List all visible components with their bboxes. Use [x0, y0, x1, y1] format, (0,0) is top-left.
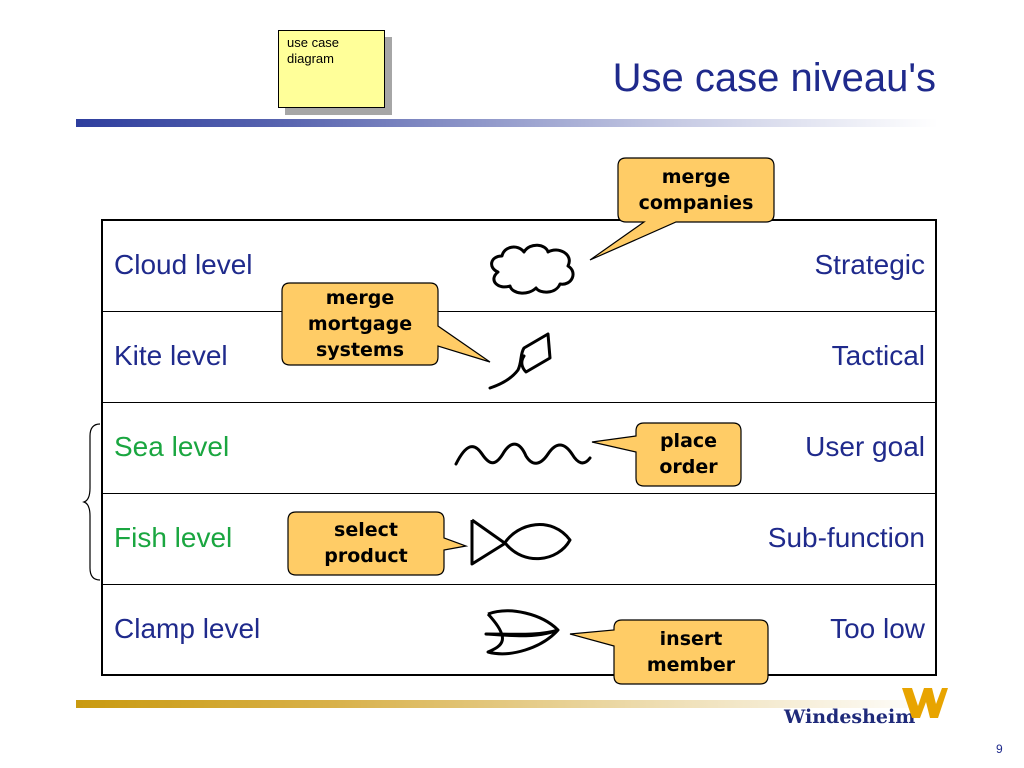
level-row-kite: Kite level Tactical: [103, 312, 935, 403]
curly-brace-icon: [82, 423, 101, 581]
level-row-cloud: Cloud level Strategic: [103, 221, 935, 312]
callout-clamp-line2: member: [646, 654, 736, 676]
level-name-fish: Fish level: [114, 522, 233, 553]
cloud-icon: [490, 243, 575, 295]
callout-fish: select product: [288, 517, 444, 569]
levels-table: Cloud level Strategic Kite level Tactica…: [101, 219, 937, 676]
callout-sea: place order: [636, 428, 741, 480]
callout-bubble-cloud: [589, 157, 775, 261]
level-goal-clamp: Too low: [830, 613, 925, 644]
level-goal-fish: Sub-function: [767, 522, 925, 553]
level-row-fish: Fish level Sub-function: [103, 494, 935, 585]
level-name-cloud: Cloud level: [114, 249, 253, 280]
callout-cloud-line2: companies: [638, 192, 754, 214]
clamp-icon: [484, 609, 560, 656]
callout-fish-line1: select: [334, 519, 398, 541]
callout-cloud: merge companies: [618, 164, 774, 216]
callout-bubble-fish: [287, 511, 469, 576]
title-underline: [76, 119, 938, 127]
footer-rule: [76, 700, 938, 708]
level-name-clamp: Clamp level: [114, 613, 261, 644]
level-row-clamp: Clamp level Too low: [103, 585, 935, 676]
kite-icon: [488, 332, 552, 390]
callout-bubble-clamp: [569, 619, 769, 685]
page-number: 9: [996, 742, 1003, 756]
callout-kite: merge mortgage systems: [282, 285, 438, 363]
callout-kite-line2: mortgage: [307, 313, 413, 335]
callout-clamp: insert member: [614, 626, 768, 678]
level-goal-cloud: Strategic: [814, 249, 926, 280]
level-name-kite: Kite level: [114, 340, 228, 371]
level-goal-sea: User goal: [805, 431, 925, 462]
wave-icon: [454, 442, 592, 466]
level-goal-kite: Tactical: [831, 340, 925, 371]
level-row-sea: Sea level User goal: [103, 403, 935, 494]
level-name-sea: Sea level: [114, 431, 230, 462]
slide-title: Use case niveau's: [612, 56, 936, 100]
fish-icon: [470, 518, 572, 566]
windesheim-logo-text: Windesheim: [784, 706, 916, 728]
callout-sea-line2: order: [659, 456, 718, 478]
callout-kite-line3: systems: [315, 339, 405, 361]
callout-kite-line1: merge: [325, 287, 395, 309]
windesheim-logo-icon: [902, 688, 948, 718]
callout-bubble-kite: [281, 282, 491, 366]
callout-cloud-line1: merge: [661, 166, 731, 188]
sticky-note: use case diagram: [278, 30, 385, 108]
sticky-note-text: use case diagram: [287, 35, 340, 66]
callout-sea-line1: place: [659, 430, 718, 452]
callout-fish-line2: product: [324, 545, 408, 567]
callout-bubble-sea: [591, 422, 742, 487]
callout-clamp-line1: insert: [659, 628, 723, 650]
